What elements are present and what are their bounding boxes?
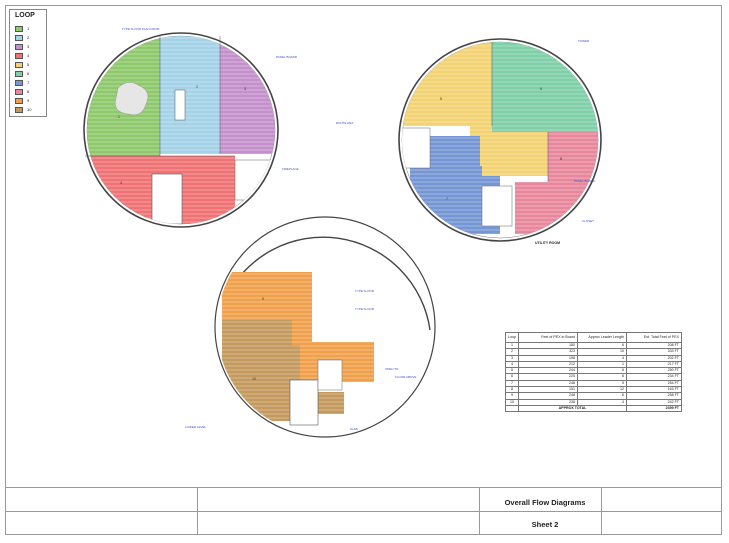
total-value: 2399 FT (626, 404, 682, 413)
legend-item: 7 (15, 79, 29, 86)
drawing-title: Overall Flow Diagrams (504, 497, 586, 507)
note-b2: PANEL BOARD (574, 179, 596, 183)
legend-swatch (15, 43, 23, 50)
svg-text:6: 6 (540, 87, 542, 91)
legend-label: 9 (27, 98, 30, 103)
svg-text:7: 7 (446, 197, 448, 201)
table-cell: 242 FT (626, 398, 682, 406)
svg-text:5: 5 (440, 97, 442, 101)
legend-title: LOOP (15, 12, 35, 19)
plan-upper-left: TYPE FLOOR PLAN FROM PANEL BOARD FIREPLA… (83, 27, 353, 228)
table-cell: 234 FT (626, 373, 682, 381)
plan-upper-right: TOWER PANEL BOARD CLOSET UTILITY ROOM 5 … (398, 38, 602, 245)
svg-text:8: 8 (560, 157, 562, 161)
note-c1: TYPE FLOOR (355, 289, 375, 293)
legend-item: 1 (15, 25, 29, 32)
table-cell: 333 FT (626, 348, 682, 356)
note-c3: OPEN TO (385, 367, 399, 371)
legend-label: 2 (27, 35, 30, 40)
total-spacer (505, 404, 519, 413)
header-feet: Feet of PEX in Board (518, 332, 578, 343)
svg-text:10: 10 (252, 377, 256, 381)
table-cell: 250 FT (626, 367, 682, 375)
legend-swatch (15, 70, 23, 77)
sheet-number: Sheet 2 (531, 519, 559, 529)
note-c5: LOWER LEVEL (185, 425, 207, 429)
pex-loop-table: Loop Feet of PEX in Board Approx Leader … (505, 332, 682, 413)
legend-item: 6 (15, 70, 29, 77)
floor-plans: TYPE FLOOR PLAN FROM PANEL BOARD FIREPLA… (83, 27, 602, 438)
utility-room-label: UTILITY ROOM (535, 241, 560, 245)
table-cell: 208 FT (626, 341, 682, 350)
legend-label: 6 (27, 71, 30, 76)
legend-item: 3 (15, 43, 29, 50)
svg-text:3: 3 (244, 87, 246, 91)
legend-item: 8 (15, 88, 29, 95)
svg-text:1: 1 (118, 115, 120, 119)
total-label: APPROX TOTAL (518, 404, 627, 413)
header-total: Est. Total Feet of PEX (626, 332, 682, 343)
note-a2: PANEL BOARD (276, 55, 298, 59)
legend-swatch (15, 88, 23, 95)
legend-item: 5 (15, 61, 29, 68)
note-a4: ROUTE PEX (336, 121, 353, 125)
loop-legend: LOOP 1 2 3 4 5 6 7 8 9 10 (9, 9, 47, 117)
note-c6: SLAB (350, 427, 358, 431)
note-b3: CLOSET (582, 219, 594, 223)
table-cell: 258 FT (626, 392, 682, 400)
note-a1: TYPE FLOOR PLAN FROM (122, 27, 160, 31)
legend-item: 9 (15, 97, 29, 104)
table-cell: 217 FT (626, 360, 682, 369)
table-header-row: Loop Feet of PEX in Board Approx Leader … (505, 332, 682, 343)
legend-swatch (15, 97, 23, 104)
plan-lower: TYPE FLOOR TYPE FLOOR OPEN TO FLOOR ABOV… (185, 216, 436, 438)
legend-swatch (15, 52, 23, 59)
legend-swatch (15, 34, 23, 41)
table-cell: 163 FT (626, 386, 682, 394)
header-loop: Loop (505, 332, 519, 343)
svg-text:4: 4 (120, 181, 122, 185)
note-a3: FIREPLACE (282, 167, 299, 171)
legend-label: 1 (27, 26, 30, 31)
note-b1: TOWER (578, 39, 590, 43)
legend-item: 4 (15, 52, 29, 59)
sheet-border (5, 5, 722, 535)
legend-label: 3 (27, 44, 30, 49)
note-c2: TYPE FLOOR (355, 307, 375, 311)
legend-swatch (15, 106, 23, 113)
header-leader: Approx Leader Length (577, 332, 627, 343)
table-cell: 254 FT (626, 379, 682, 388)
legend-item: 10 (15, 106, 31, 113)
table-cell: 202 FT (626, 354, 682, 362)
legend-swatch (15, 25, 23, 32)
legend-label: 8 (27, 89, 30, 94)
legend-swatch (15, 79, 23, 86)
legend-label: 7 (27, 80, 30, 85)
legend-label: 10 (27, 107, 32, 112)
title-block: Overall Flow Diagrams Sheet 2 (5, 487, 722, 535)
legend-label: 5 (27, 62, 30, 67)
svg-text:9: 9 (262, 297, 264, 301)
legend-label: 4 (27, 53, 30, 58)
note-c4: FLOOR ABOVE (395, 375, 416, 379)
legend-item: 2 (15, 34, 29, 41)
legend-swatch (15, 61, 23, 68)
svg-text:2: 2 (196, 85, 198, 89)
